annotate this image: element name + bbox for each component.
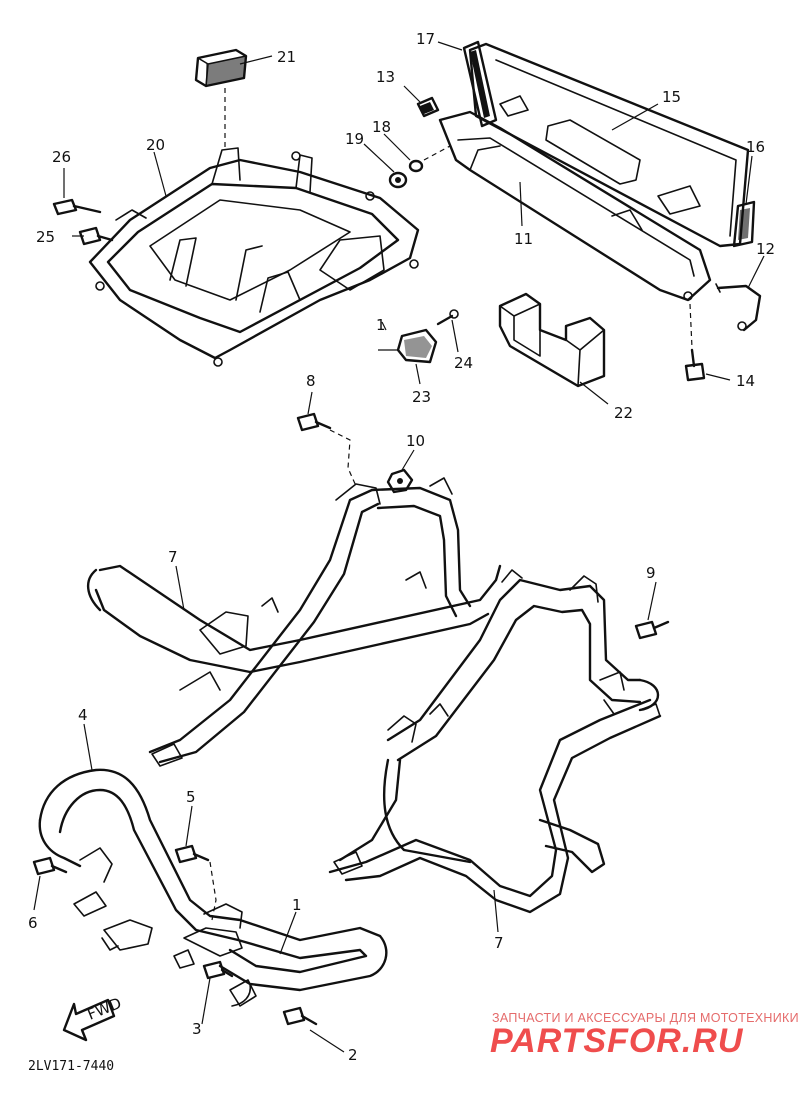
callout-13: 12 [756,240,775,258]
part-26-bolt [78,226,114,246]
leader-9-dashed [329,429,357,487]
watermark-tagline: ЗАПЧАСТИ И АКСЕССУАРЫ ДЛЯ МОТОТЕХНИКИ [492,1011,799,1025]
part-10-bolt [634,620,670,640]
callout-10: 9 [646,564,656,582]
part-18-strip [462,40,498,128]
diagram-code: 2LV171-7440 [28,1059,114,1074]
callout-20: 19 [345,130,364,148]
leader-lines [33,41,765,1053]
callout-18: 17 [416,30,435,48]
callout-2: 2 [348,1046,358,1064]
callout-3: 3 [192,1020,202,1038]
callout-1-upper: 1 [376,316,386,334]
part-6-bolt [32,856,68,876]
callout-numbers: 21 20 26 25 19 18 13 17 15 16 12 11 14 1… [28,30,775,1064]
leader-5-dashed [209,861,217,921]
callout-27: 26 [52,148,71,166]
part-5-bolt [174,844,210,864]
part-19-washer [408,159,424,173]
callout-21: 20 [146,136,165,154]
part-22-rubber-block [194,48,248,88]
callout-23: 22 [614,404,633,422]
callout-15: 14 [736,372,755,390]
watermark-brand: PARTSFOR.RU [490,1022,744,1060]
callout-24: 23 [412,388,431,406]
callout-6: 6 [28,914,38,932]
part-27-bolt [52,198,102,216]
part-25-screw [436,309,459,326]
part-17-pad [732,200,756,248]
part-3-bolt [202,960,234,980]
part-23-foam-block [498,292,606,388]
part-16-panel [468,42,750,248]
part-2-bolt [282,1006,318,1026]
callout-9: 8 [306,372,316,390]
leader-19-dashed [423,145,451,161]
part-15-bolt [684,348,706,382]
leader-15-dashed [689,303,693,349]
callout-16: 15 [662,88,681,106]
callout-25: 24 [454,354,473,372]
part-21-frame-tray [88,147,420,367]
callout-14: 13 [376,68,395,86]
callout-22: 21 [277,48,296,66]
callout-26: 25 [36,228,55,246]
callout-12: 11 [514,230,533,248]
part-13-stay [715,283,762,332]
callout-4: 4 [78,706,88,724]
callout-11: 10 [406,432,425,450]
part-7-guard [328,569,662,914]
callout-7: 7 [494,934,504,952]
callout-17: 16 [746,138,765,156]
callout-5: 5 [186,788,196,806]
part-24-damper [396,328,438,364]
callout-1-lower: 1 [292,896,302,914]
fwd-arrow-icon [62,998,116,1042]
part-12-bracket [438,110,712,302]
part-14-clip [416,96,440,118]
part-11-nut [386,468,414,494]
part-8-frame [87,477,502,767]
callout-19: 18 [372,118,391,136]
part-9-bolt [296,412,332,432]
callout-8: 7 [168,548,178,566]
part-20-nut [388,171,408,189]
part-4-guard [38,768,388,1007]
